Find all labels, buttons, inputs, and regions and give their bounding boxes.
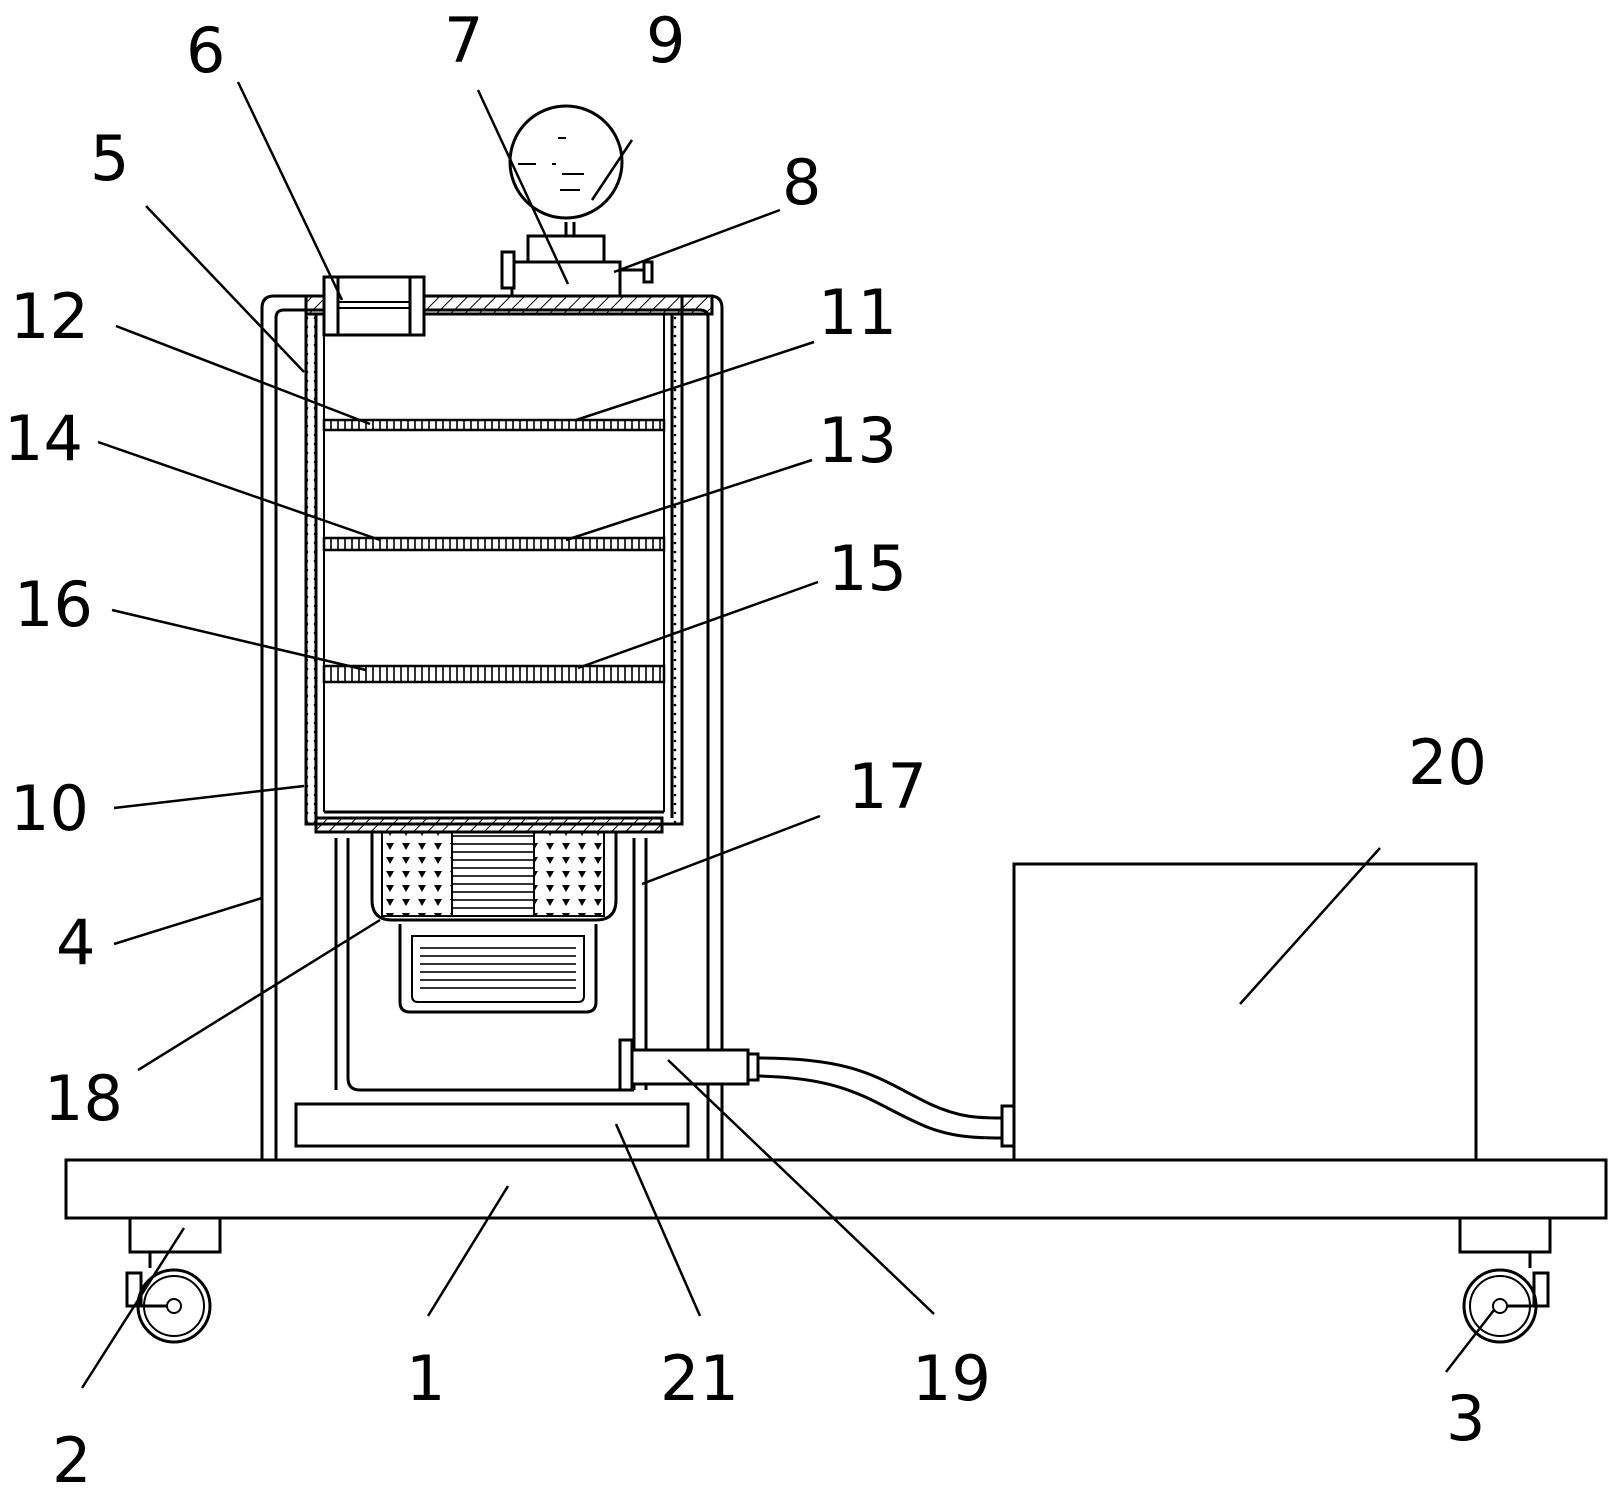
inner-column [334,838,648,1092]
heater-unit [370,831,618,1014]
label-7: 7 [444,4,483,77]
label-6: 6 [186,14,225,87]
filter-layer-3 [322,664,666,684]
pressure-gauge [508,104,624,220]
right-caster [1458,1216,1552,1344]
label-18: 18 [44,1062,123,1135]
label-5: 5 [90,122,129,195]
filter-layer-1 [322,418,666,432]
label-10: 10 [10,772,89,845]
label-3: 3 [1446,1382,1485,1455]
pump-box [1012,862,1478,1162]
label-17: 17 [848,750,927,823]
label-4: 4 [56,906,95,979]
label-11: 11 [818,276,897,349]
label-21: 21 [660,1342,739,1415]
label-19: 19 [912,1342,991,1415]
leader-lines [80,81,1495,1389]
label-14: 14 [4,402,83,475]
base-plate [64,1158,1608,1220]
label-15: 15 [828,532,907,605]
label-12: 12 [10,280,89,353]
label-1: 1 [406,1342,445,1415]
label-2: 2 [52,1424,91,1491]
feed-inlet [322,275,426,337]
label-20: 20 [1408,726,1487,799]
base-pad [294,1102,690,1148]
label-9: 9 [646,4,685,77]
label-8: 8 [782,146,821,219]
tank [304,294,684,826]
left-caster [125,1216,222,1344]
labels: 6 7 9 5 8 12 11 14 13 16 15 10 17 20 4 1… [4,4,1487,1491]
label-16: 16 [14,568,93,641]
outlet-pipe [618,1038,1016,1148]
tank-bottom [314,816,664,834]
filter-layer-2 [322,536,666,552]
top-valve [500,222,654,298]
label-13: 13 [818,404,897,477]
